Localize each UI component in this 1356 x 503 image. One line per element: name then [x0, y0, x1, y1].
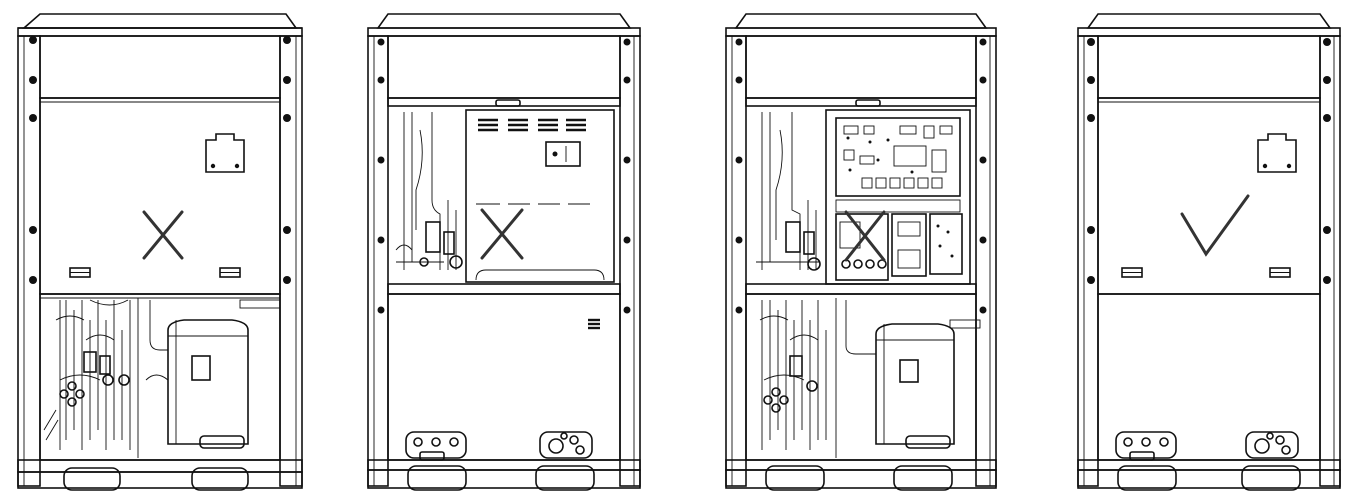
unit-3-upper-panel — [745, 35, 977, 99]
unit-1-compressor — [167, 319, 249, 445]
unit-3-fork-slot-right — [893, 465, 953, 491]
unit-1-base — [17, 459, 303, 473]
unit-3-terminal-block — [835, 213, 889, 281]
unit-1-left-post — [17, 35, 41, 487]
unit-4-fork-slot-left — [1117, 465, 1177, 491]
unit-4-fork-slot-right — [1241, 465, 1301, 491]
unit-1-fork-slot-left — [63, 467, 121, 491]
unit-2-lower-panel — [387, 293, 621, 461]
unit-2-right-post — [619, 35, 641, 487]
unit-4-left-ports — [1115, 431, 1177, 461]
unit-2-left-post — [367, 35, 389, 487]
unit-4-check-icon — [1180, 194, 1250, 257]
unit-2-left-ports — [405, 431, 467, 461]
unit-1-fork-slot-right — [191, 467, 249, 491]
unit-3-contactor — [891, 213, 927, 277]
unit-4-upper-panel — [1097, 35, 1321, 99]
unit-4-right-ports — [1245, 431, 1299, 459]
unit-1-top-lid — [21, 13, 298, 29]
unit-3-top-lid — [734, 13, 988, 29]
unit-2-top-lid — [376, 13, 632, 29]
unit-2-fork-slot-right — [535, 465, 595, 491]
unit-2-control-box-cover — [465, 109, 615, 283]
unit-2-upper-panel — [387, 35, 621, 99]
unit-3-filter-board — [929, 213, 963, 275]
unit-3-main-pcb — [835, 117, 961, 197]
unit-3-fork-slot-left — [765, 465, 825, 491]
unit-1-right-post — [279, 35, 303, 487]
unit-1-lower-cavity — [39, 293, 281, 461]
unit-1-middle-panel — [39, 97, 281, 295]
unit-1-upper-panel — [39, 35, 281, 99]
unit-4-middle-panel — [1097, 97, 1321, 295]
unit-4-left-post — [1077, 35, 1099, 487]
unit-3-left-post — [725, 35, 747, 487]
unit-3-cross-icon — [844, 210, 886, 262]
unit-1 — [17, 13, 303, 491]
unit-2-cross-icon — [480, 208, 524, 260]
unit-4-right-post — [1319, 35, 1341, 487]
unit-2-right-ports — [539, 431, 593, 459]
unit-3-compressor — [875, 323, 955, 445]
unit-1-cross-icon — [142, 210, 184, 260]
unit-3 — [725, 13, 997, 491]
unit-3-electric-control-box — [825, 109, 971, 285]
unit-4 — [1077, 13, 1341, 491]
unit-2 — [367, 13, 641, 491]
unit-2-display-window — [545, 141, 581, 167]
unit-4-top-lid — [1086, 13, 1332, 29]
unit-3-lower-cavity — [745, 293, 977, 461]
unit-4-lower-panel — [1097, 293, 1321, 461]
unit-2-fork-slot-left — [407, 465, 467, 491]
unit-3-right-post — [975, 35, 997, 487]
unit-1-handle — [205, 133, 245, 173]
unit-4-handle — [1257, 133, 1297, 173]
